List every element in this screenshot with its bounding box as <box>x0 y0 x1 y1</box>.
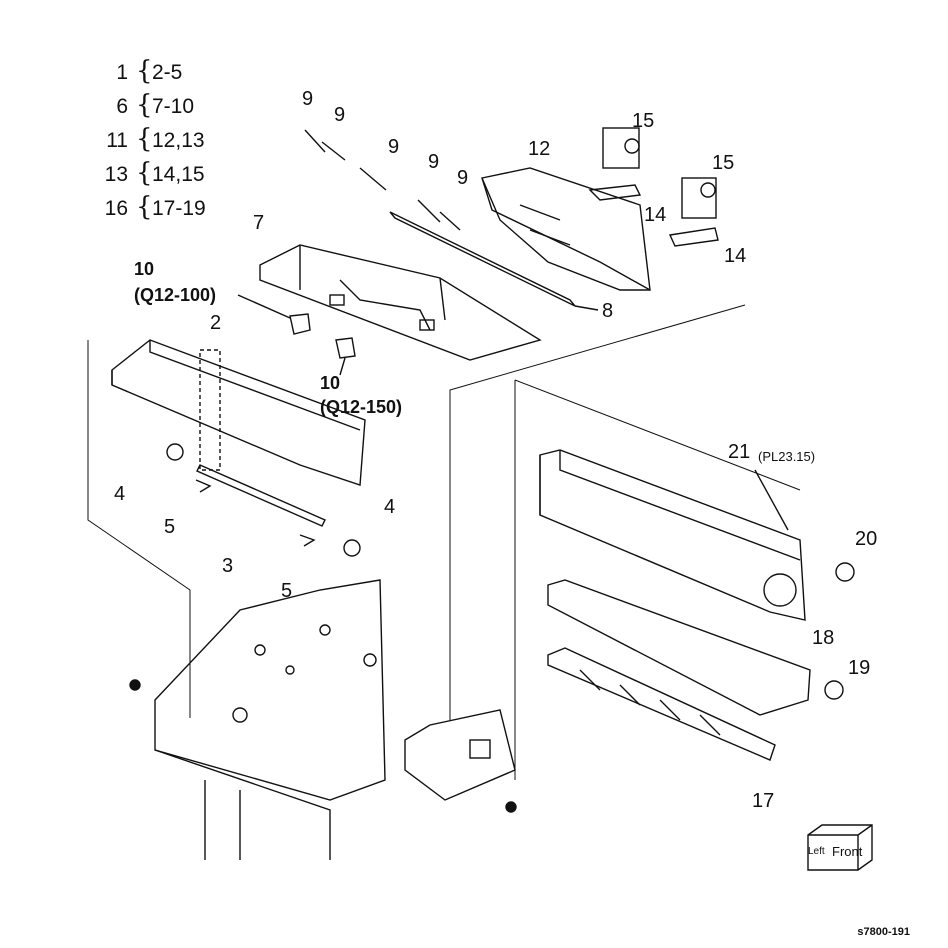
leader-10a <box>237 294 291 319</box>
part-20-knob <box>835 562 855 582</box>
callout-9: 9 <box>388 136 400 158</box>
part-10-switch-a <box>289 313 311 335</box>
legend-row-5: 16 { 17-19 <box>104 192 206 222</box>
callout-10: 10 <box>320 373 341 393</box>
part-19-knob <box>824 680 844 700</box>
callout-8: 8 <box>602 300 614 322</box>
orientation-front-label: Front <box>832 844 863 859</box>
lower-bracket <box>404 709 516 801</box>
orientation-left-label: Left <box>808 846 825 857</box>
part-21-unit <box>539 449 806 621</box>
callout-10: 10 <box>134 259 155 279</box>
callout-21-ref: (PL23.15) <box>758 449 816 464</box>
callout-5: 5 <box>164 516 176 538</box>
screw-marker-b <box>505 801 517 813</box>
callout-17: 17 <box>752 790 775 812</box>
callout-4: 4 <box>384 496 396 518</box>
part-14-bracket-b <box>668 227 719 247</box>
callout-9: 9 <box>428 151 440 173</box>
part-4-bearing-a <box>166 443 184 461</box>
callout-10-code: (Q12-150) <box>320 397 403 417</box>
callout-9: 9 <box>302 88 314 110</box>
callout-12: 12 <box>528 138 551 160</box>
part-15-sensor-b <box>681 177 717 219</box>
callout-20: 20 <box>855 528 878 550</box>
callout-19: 19 <box>848 657 871 679</box>
leader-10b <box>339 357 346 376</box>
figure-code: s7800-191 <box>857 926 910 938</box>
group-outline-1 <box>87 340 191 718</box>
callout-7: 7 <box>253 212 265 234</box>
callout-21: 21 <box>728 441 751 463</box>
callout-2: 2 <box>210 312 222 334</box>
callout-9: 9 <box>457 167 469 189</box>
part-14-bracket-a <box>588 184 642 201</box>
callout-10-code: (Q12-100) <box>134 285 217 305</box>
part-17-guide <box>547 647 776 761</box>
part-12-cover <box>481 167 651 291</box>
screw-marker-a <box>129 679 141 691</box>
part-9-strips <box>304 129 461 231</box>
callout-9: 9 <box>334 104 346 126</box>
legend-row-3: 11 { 12,13 <box>106 124 205 154</box>
legend-row-2: 6 { 7-10 <box>116 90 195 120</box>
frame-chassis <box>154 579 386 860</box>
callout-18: 18 <box>812 627 835 649</box>
callout-4: 4 <box>114 483 126 505</box>
leader-21 <box>754 469 789 531</box>
part-8-strip <box>389 211 576 307</box>
callout-14: 14 <box>644 204 667 226</box>
part-7-bracket <box>259 244 542 361</box>
group-outline-2 <box>449 304 746 720</box>
orientation-cube <box>807 824 873 871</box>
part-3-shaft <box>196 464 326 527</box>
orientation-indicator: Left Front <box>808 822 872 872</box>
leader-8 <box>574 305 599 311</box>
part-2-cover <box>111 339 366 486</box>
legend-row-4: 13 { 14,15 <box>104 158 205 188</box>
part-4-bearing-b <box>343 539 361 557</box>
part-18-frame <box>547 579 811 716</box>
callout-14: 14 <box>724 245 747 267</box>
callout-3: 3 <box>222 555 234 577</box>
callout-15: 15 <box>712 152 735 174</box>
part-10-switch-b <box>335 337 356 359</box>
legend-row-1: 1 { 2-5 <box>116 56 183 86</box>
part-15-sensor-a <box>602 127 640 169</box>
part-5-spring-b <box>299 534 316 547</box>
parts-legend: 1 { 2-5 6 { 7-10 11 { 12,13 13 { 14,15 1… <box>100 56 260 228</box>
callout-5: 5 <box>281 580 293 602</box>
group-outline-3 <box>514 379 801 780</box>
callout-15: 15 <box>632 110 655 132</box>
part-5-spring-a <box>195 479 212 493</box>
